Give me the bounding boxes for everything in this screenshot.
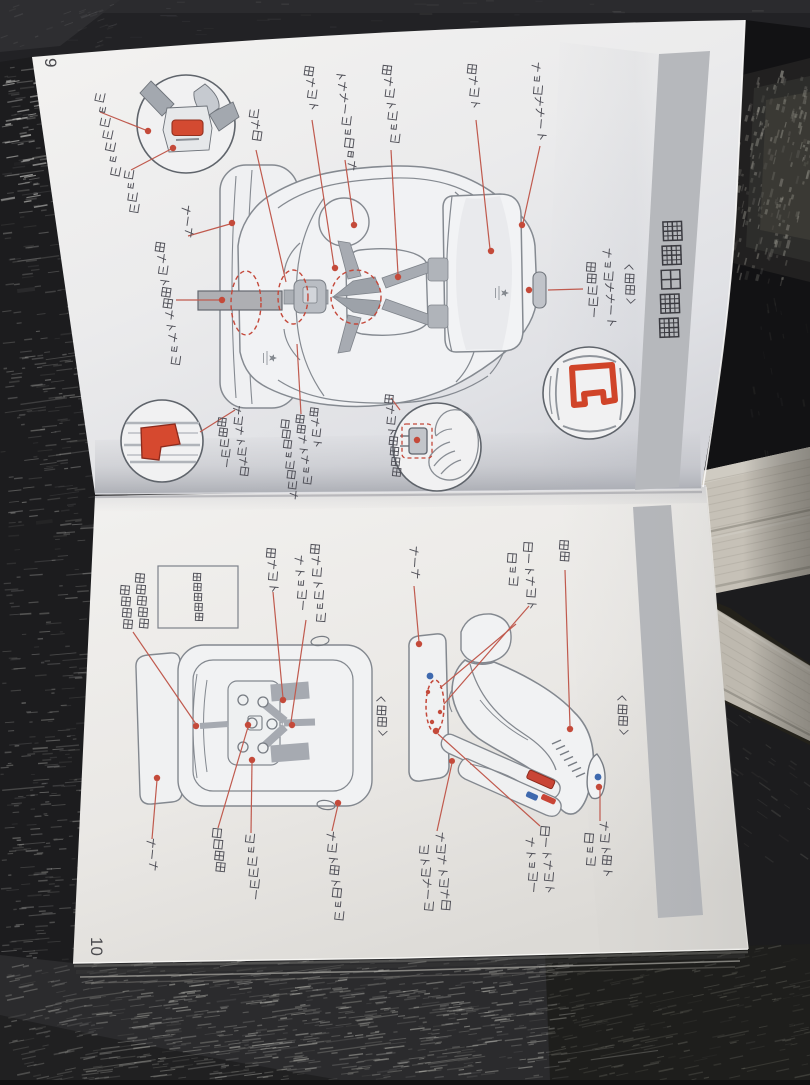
svg-text:10: 10: [87, 937, 106, 956]
svg-text:9: 9: [41, 58, 60, 67]
